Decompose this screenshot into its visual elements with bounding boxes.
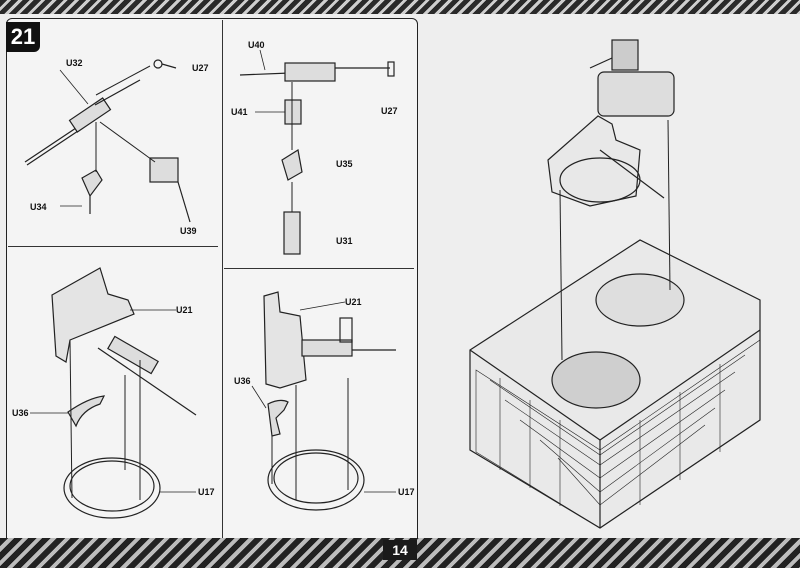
top-stripe-border bbox=[0, 0, 800, 14]
label-u32: U32 bbox=[66, 58, 83, 68]
label-u21-bottom-right: U21 bbox=[345, 297, 362, 307]
gun-shield-part-u21-right bbox=[263, 291, 307, 389]
label-u34: U34 bbox=[30, 202, 47, 212]
part-u36-bottom-left bbox=[67, 395, 106, 428]
label-u36-bottom-right: U36 bbox=[234, 376, 251, 386]
part-u27-top-left bbox=[153, 59, 177, 69]
part-u34 bbox=[81, 169, 103, 214]
vehicle-body bbox=[469, 239, 761, 529]
label-u36-bottom-left: U36 bbox=[12, 408, 29, 418]
gun-shield-part-u21 bbox=[51, 267, 135, 363]
gun-part-bottom-left bbox=[97, 335, 197, 416]
part-u41 bbox=[284, 99, 302, 125]
ring-part-u17-bottom-right bbox=[267, 449, 365, 511]
label-u39: U39 bbox=[180, 226, 197, 236]
label-u40: U40 bbox=[248, 40, 265, 50]
panel-divider-right bbox=[224, 268, 414, 269]
machine-gun-part-u40 bbox=[239, 61, 395, 82]
machine-gun-part-u32 bbox=[24, 79, 141, 166]
gun-part-bottom-right bbox=[301, 317, 396, 357]
label-u27-top-right: U27 bbox=[381, 106, 398, 116]
label-u21-bottom-left: U21 bbox=[176, 305, 193, 315]
part-u36-bottom-right bbox=[267, 399, 289, 437]
label-u31: U31 bbox=[336, 236, 353, 246]
panel-divider-left bbox=[8, 246, 218, 247]
label-u17-bottom-left: U17 bbox=[198, 487, 215, 497]
label-u35: U35 bbox=[336, 159, 353, 169]
part-u31 bbox=[283, 211, 301, 255]
panel-divider-vertical bbox=[222, 20, 223, 542]
part-u35 bbox=[281, 149, 303, 181]
label-u17-bottom-right: U17 bbox=[398, 487, 415, 497]
label-u27-top-left: U27 bbox=[192, 63, 209, 73]
turret-shield-assembly bbox=[547, 115, 665, 207]
step-number: 21 bbox=[6, 22, 40, 52]
label-u41: U41 bbox=[231, 107, 248, 117]
turret-gun-top bbox=[589, 39, 675, 117]
page-number: 14 bbox=[383, 540, 417, 560]
camouflage-net bbox=[475, 339, 761, 529]
part-u39 bbox=[149, 157, 191, 223]
ring-part-u17-bottom-left bbox=[63, 457, 161, 519]
